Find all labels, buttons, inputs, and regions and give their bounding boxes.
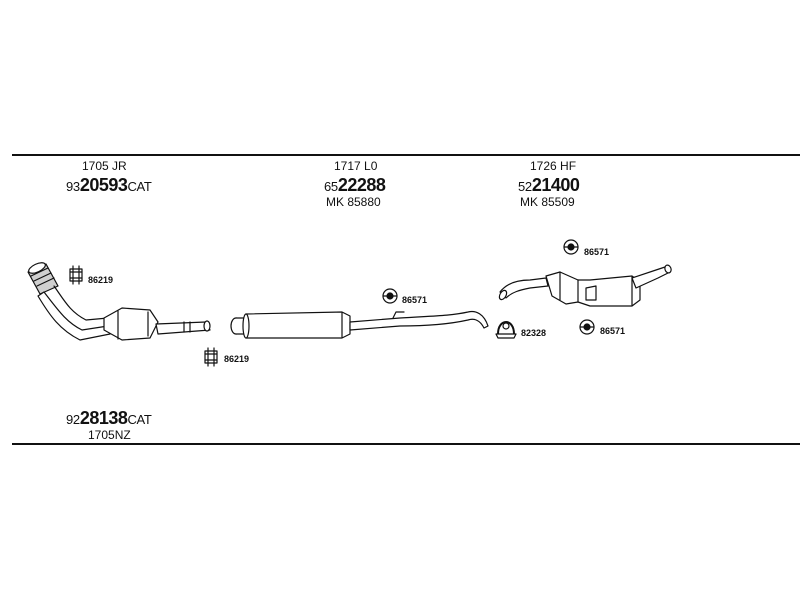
clamp-front-top-icon <box>69 265 83 285</box>
rubber-mount-mid-number: 86571 <box>402 295 428 305</box>
rear-silencer-part <box>498 264 672 307</box>
clamp-rear-number: 82328 <box>521 328 547 338</box>
alt-catalyst-code: 1705NZ <box>88 428 131 442</box>
middle-part-code: 1717 L0 <box>334 159 378 173</box>
middle-part-number: 6522288 <box>324 175 386 195</box>
rear-part-number: 5221400 <box>518 175 580 195</box>
rubber-mount-mid-icon <box>382 288 398 304</box>
bottom-divider-line <box>12 443 800 445</box>
alt-catalyst-part-number: 9228138CAT <box>66 408 152 428</box>
front-catalyst-part <box>27 262 211 341</box>
rubber-mount-rear-bottom-icon <box>579 319 595 335</box>
middle-mounting-kit: MK 85880 <box>326 195 381 209</box>
clamp-front-bottom-number: 86219 <box>224 354 250 364</box>
rear-mounting-kit: MK 85509 <box>520 195 575 209</box>
clamp-front-bottom-icon <box>204 347 218 367</box>
rear-part-code: 1726 HF <box>530 159 577 173</box>
clamp-front-top-number: 86219 <box>88 275 114 285</box>
middle-silencer-part <box>230 310 489 339</box>
rubber-mount-rear-bottom-number: 86571 <box>600 326 626 336</box>
rubber-mount-rear-top-icon <box>563 239 579 255</box>
front-part-number: 9320593CAT <box>66 175 152 195</box>
top-divider-line <box>12 154 800 156</box>
front-part-code: 1705 JR <box>82 159 127 173</box>
clamp-rear-icon <box>495 321 517 339</box>
rubber-mount-rear-top-number: 86571 <box>584 247 610 257</box>
